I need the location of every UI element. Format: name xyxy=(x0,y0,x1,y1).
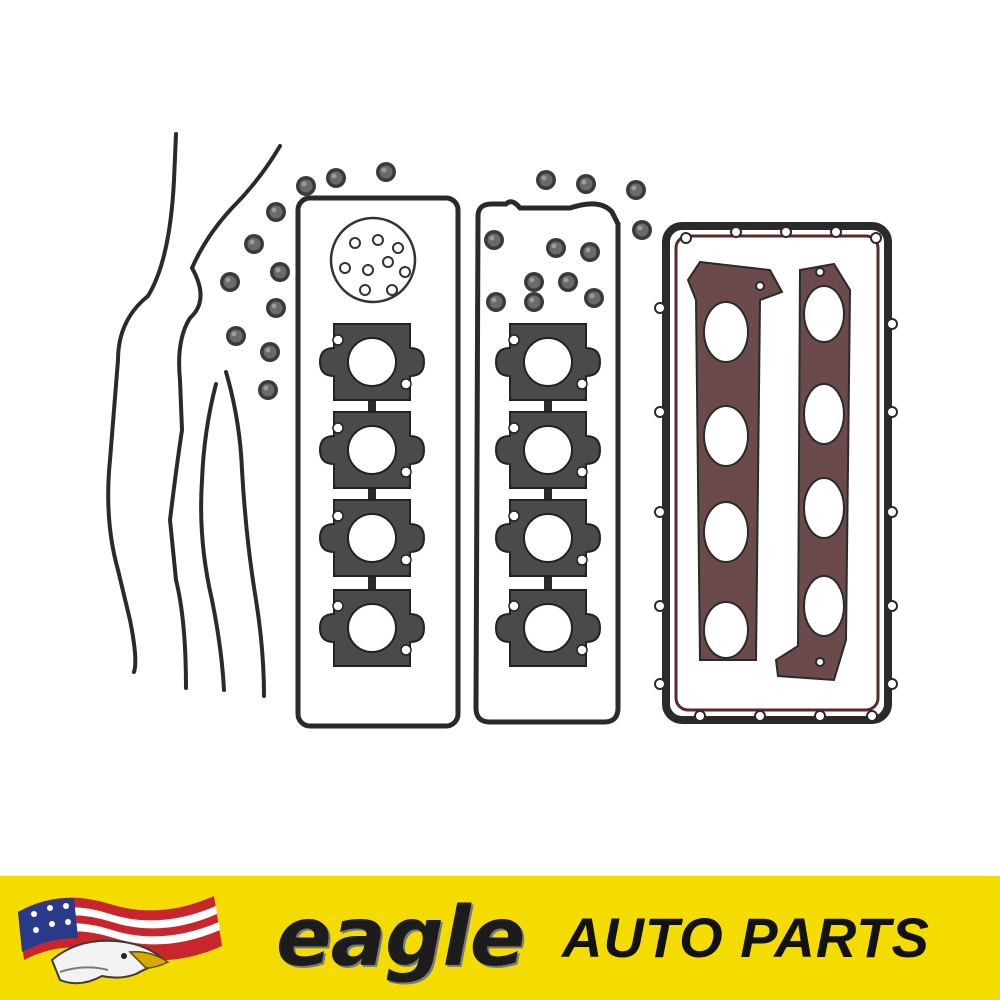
oil-pan-gasket xyxy=(654,222,898,724)
timing-cover-gaskets xyxy=(106,132,282,698)
product-photo xyxy=(106,132,898,729)
brand-tagline: AUTO PARTS xyxy=(562,906,930,969)
o-ring-set xyxy=(329,216,417,304)
right-valve-cover-gasket xyxy=(473,199,621,725)
brand-banner: eagle AUTO PARTS xyxy=(0,876,1000,1000)
intake-ports xyxy=(703,267,845,667)
usa-flag-eagle-icon xyxy=(18,896,222,985)
left-valve-cover-gasket xyxy=(295,195,461,729)
left-exhaust-gasket xyxy=(319,323,425,667)
brand-name: eagle xyxy=(276,890,525,985)
right-exhaust-gasket xyxy=(495,323,601,667)
gasket-set-illustration xyxy=(106,132,898,729)
